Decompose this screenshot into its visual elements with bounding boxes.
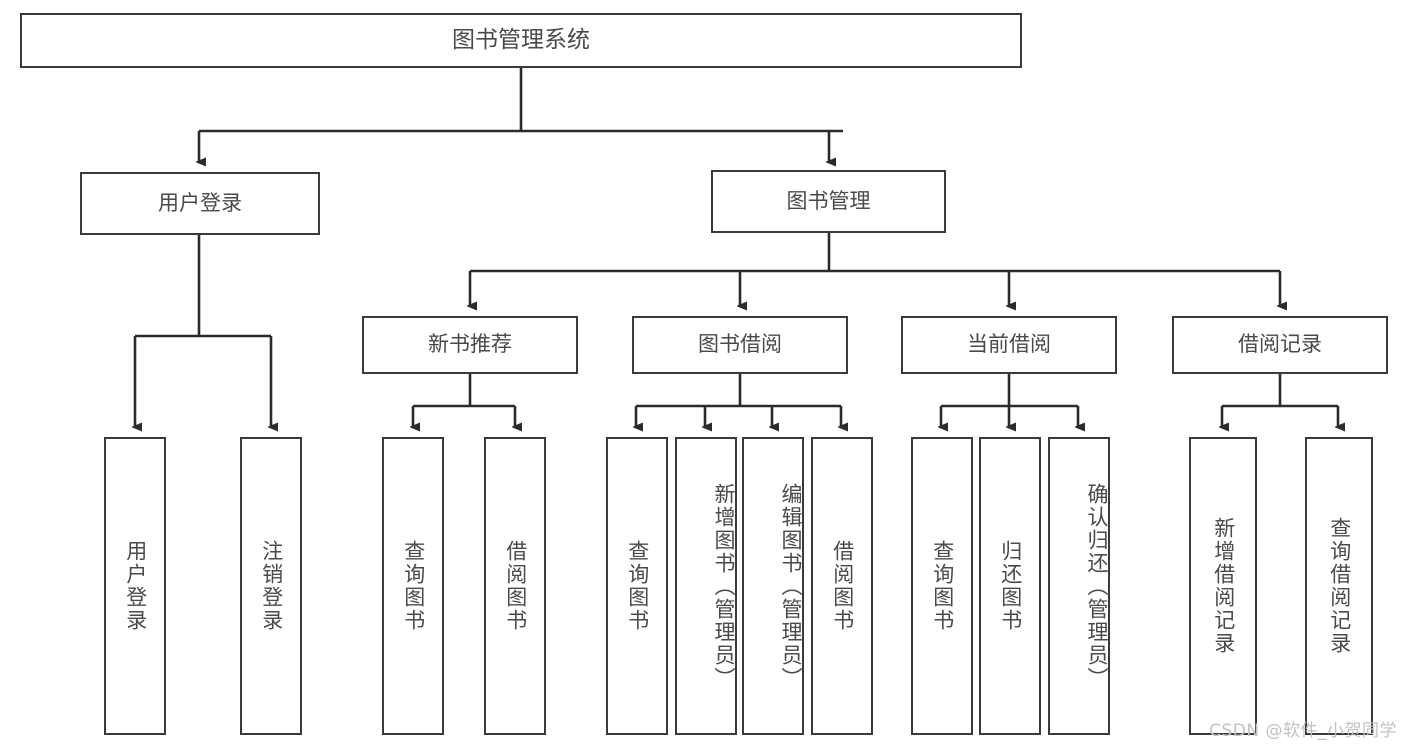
node-label: 当前借阅 bbox=[967, 332, 1051, 357]
leaf-borrow-book-recommend[interactable]: 借阅图书 bbox=[484, 437, 546, 735]
node-label: 查询图书 bbox=[401, 540, 426, 632]
leaf-add-borrow-record[interactable]: 新增借阅记录 bbox=[1189, 437, 1257, 735]
leaf-confirm-return-admin[interactable]: 确认归还（管理员） bbox=[1048, 437, 1110, 735]
node-label: 新书推荐 bbox=[428, 332, 512, 357]
node-current-borrow[interactable]: 当前借阅 bbox=[901, 316, 1117, 374]
node-label: 查询图书 bbox=[930, 540, 955, 632]
leaf-query-book-current[interactable]: 查询图书 bbox=[911, 437, 973, 735]
leaf-query-book-recommend[interactable]: 查询图书 bbox=[382, 437, 444, 735]
node-label: 图书管理 bbox=[786, 188, 871, 213]
node-book-management[interactable]: 图书管理 bbox=[711, 170, 946, 233]
node-borrow-record[interactable]: 借阅记录 bbox=[1172, 316, 1388, 374]
leaf-add-book-admin[interactable]: 新增图书（管理员） bbox=[675, 437, 737, 735]
leaf-edit-book-admin[interactable]: 编辑图书（管理员） bbox=[742, 437, 804, 735]
node-book-borrow[interactable]: 图书借阅 bbox=[632, 316, 848, 374]
node-new-book-recommend[interactable]: 新书推荐 bbox=[362, 316, 578, 374]
node-root[interactable]: 图书管理系统 bbox=[20, 13, 1022, 68]
node-label: 图书借阅 bbox=[698, 332, 782, 357]
leaf-user-login[interactable]: 用户登录 bbox=[104, 437, 166, 735]
node-label: 借阅记录 bbox=[1238, 332, 1322, 357]
node-label: 图书管理系统 bbox=[452, 26, 590, 53]
node-label: 归还图书 bbox=[998, 540, 1023, 632]
node-label: 新增图书（管理员） bbox=[712, 482, 736, 690]
node-label: 借阅图书 bbox=[830, 540, 855, 632]
node-label: 查询借阅记录 bbox=[1327, 517, 1352, 655]
node-label: 注销登录 bbox=[259, 540, 284, 632]
csdn-watermark: CSDN @软件_小贺同学 bbox=[1209, 721, 1397, 741]
node-label: 用户登录 bbox=[158, 190, 242, 215]
node-label: 确认归还（管理员） bbox=[1085, 482, 1109, 690]
node-label: 新增借阅记录 bbox=[1211, 517, 1236, 655]
node-user-login[interactable]: 用户登录 bbox=[80, 172, 320, 235]
leaf-return-book[interactable]: 归还图书 bbox=[979, 437, 1041, 735]
leaf-borrow-book[interactable]: 借阅图书 bbox=[811, 437, 873, 735]
node-label: 借阅图书 bbox=[503, 540, 528, 632]
node-label: 查询图书 bbox=[625, 540, 650, 632]
node-label: 用户登录 bbox=[123, 540, 148, 632]
leaf-logout[interactable]: 注销登录 bbox=[240, 437, 302, 735]
leaf-query-borrow-record[interactable]: 查询借阅记录 bbox=[1305, 437, 1373, 735]
node-label: 编辑图书（管理员） bbox=[779, 482, 803, 690]
leaf-query-book-borrow[interactable]: 查询图书 bbox=[606, 437, 668, 735]
